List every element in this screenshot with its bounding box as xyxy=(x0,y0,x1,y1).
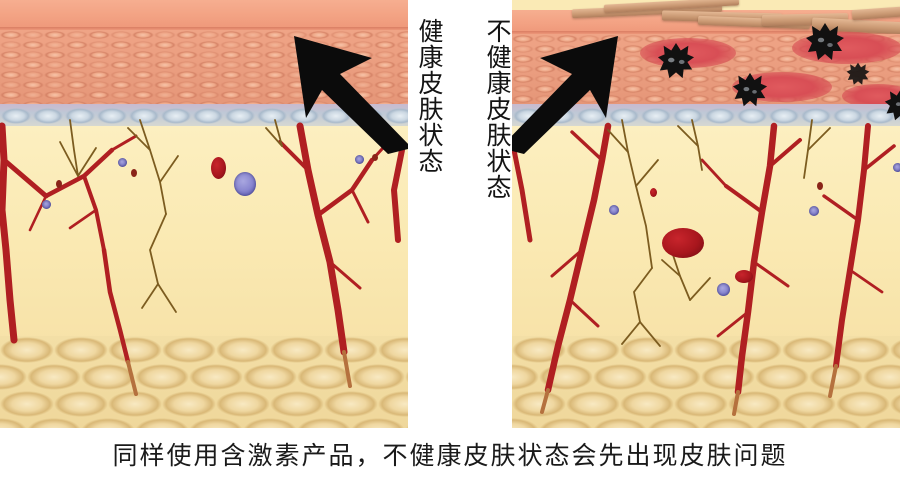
lesion-spiky-icon xyxy=(657,42,695,80)
lymphocyte xyxy=(42,200,51,209)
red-blood-cell xyxy=(735,270,753,283)
pigment-granule xyxy=(372,154,378,161)
basal-layer-unhealthy xyxy=(512,104,900,126)
lymphocyte xyxy=(609,205,619,215)
basal-cells xyxy=(512,104,900,126)
lymphocyte xyxy=(355,155,364,164)
pigment-granule xyxy=(131,169,137,177)
subcutaneous-fat-layer-unhealthy xyxy=(512,336,900,428)
lymphocyte xyxy=(717,283,730,296)
lymphocyte xyxy=(118,158,127,167)
label-unhealthy-skin: 不健康皮肤状态 xyxy=(483,18,512,200)
lesion-spiky-icon xyxy=(884,88,900,122)
pigment-granule xyxy=(56,180,62,188)
red-blood-cell xyxy=(211,157,226,179)
lesion-spiky-icon xyxy=(732,72,768,108)
red-blood-cell xyxy=(650,188,657,197)
panel-healthy-skin xyxy=(0,0,408,428)
arrow-up-right-icon-unhealthy xyxy=(512,22,632,154)
lesion-spiky-icon xyxy=(805,22,845,62)
lymphocyte xyxy=(234,172,256,196)
pigment-granule xyxy=(817,182,823,190)
fat-cells xyxy=(512,336,900,428)
subcutaneous-fat-layer-healthy xyxy=(0,336,408,428)
dermis-layer-healthy xyxy=(0,126,408,344)
dermis-layer-unhealthy xyxy=(512,126,900,344)
lymphocyte xyxy=(809,206,819,216)
arrow-up-left-icon-healthy xyxy=(280,22,408,154)
red-blood-cell xyxy=(662,228,704,258)
panel-unhealthy-skin xyxy=(512,0,900,428)
label-healthy-skin: 健康皮肤状态 xyxy=(415,18,444,174)
fat-cells xyxy=(0,336,408,428)
figure-caption: 同样使用含激素产品，不健康皮肤状态会先出现皮肤问题 xyxy=(112,441,788,470)
lymphocyte xyxy=(893,163,900,172)
lesion-spiky-icon xyxy=(846,62,870,86)
stratum-corneum-layer-healthy xyxy=(0,0,408,30)
